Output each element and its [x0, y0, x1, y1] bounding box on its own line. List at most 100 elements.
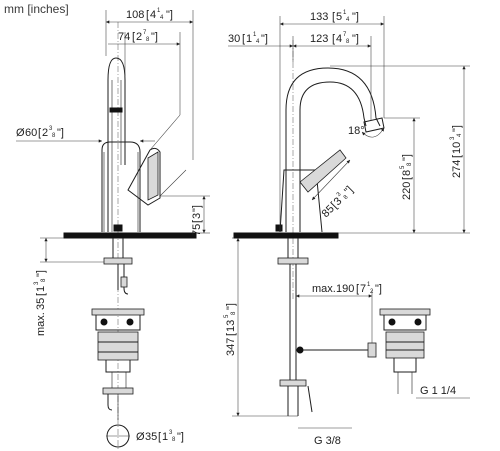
dim-spout-projection-mm: 108 [126, 9, 144, 21]
svg-text:7: 7 [143, 30, 147, 36]
svg-text:2: 2 [42, 127, 48, 139]
svg-text:8: 8 [343, 194, 350, 201]
svg-text:8: 8 [146, 37, 150, 43]
svg-text:5: 5 [400, 165, 406, 169]
front-countertop [233, 232, 339, 239]
svg-text:8: 8 [346, 39, 350, 45]
svg-text:"]: "] [191, 205, 203, 212]
front-spout-tip [363, 117, 385, 133]
front-waste-top [383, 315, 427, 331]
front-pull-rod-joint [367, 342, 377, 358]
svg-text:"]: "] [177, 431, 184, 443]
svg-text:"]: "] [166, 9, 173, 21]
svg-text:"]: "] [375, 283, 382, 295]
svg-text:[: [ [451, 155, 463, 158]
dim-lever-length [311, 159, 351, 201]
svg-text:4: 4 [336, 33, 342, 45]
svg-text:[: [ [332, 11, 335, 23]
svg-text:"]: "] [57, 127, 64, 139]
side-bottom-fitting [102, 387, 134, 395]
svg-text:4: 4 [256, 39, 260, 45]
svg-text:1: 1 [162, 431, 168, 443]
svg-text:[: [ [225, 333, 237, 336]
svg-text:3: 3 [49, 126, 53, 132]
dim-reach-mm: 133 [310, 11, 328, 23]
svg-text:8: 8 [172, 437, 176, 443]
svg-text:5: 5 [224, 314, 230, 318]
side-waste-tail [105, 360, 131, 373]
front-view: 133 [ 5 1 4 "] 30 [ 1 1 4 "] 123 [ 4 7 8… [224, 10, 470, 447]
svg-text:[: [ [38, 127, 41, 139]
svg-text:"]: "] [451, 125, 463, 132]
side-lever-grip [147, 151, 159, 201]
svg-text:8: 8 [231, 311, 237, 315]
svg-text:"]: "] [151, 31, 158, 43]
svg-text:3: 3 [34, 281, 40, 285]
svg-text:"]: "] [401, 154, 413, 161]
units-label: mm [inches] [4, 2, 69, 16]
svg-text:7: 7 [343, 32, 347, 38]
svg-text:2: 2 [370, 289, 374, 295]
side-lever-extension [149, 114, 187, 197]
dim-max-thickness-mm: 35 [35, 298, 47, 310]
svg-text:13: 13 [225, 320, 237, 332]
dim-swivel-angle: 18° [348, 125, 365, 137]
svg-text:3: 3 [169, 430, 173, 436]
svg-text:[: [ [401, 177, 413, 180]
dim-body-diameter-mm: 60 [25, 127, 37, 139]
front-swivel-arc [361, 127, 385, 138]
side-waste-flange [91, 308, 145, 316]
svg-text:1: 1 [35, 286, 47, 292]
svg-text:8: 8 [401, 170, 413, 176]
svg-text:1: 1 [343, 10, 347, 16]
svg-text:[: [ [158, 431, 161, 443]
svg-text:Ø: Ø [16, 127, 25, 139]
dim-connection-length-mm: 347 [225, 338, 237, 356]
svg-text:3: 3 [191, 213, 203, 219]
svg-text:4: 4 [160, 15, 164, 21]
svg-text:3: 3 [450, 136, 456, 140]
dim-total-height-mm: 274 [451, 160, 463, 178]
svg-text:max.: max. [312, 283, 336, 295]
svg-text:4: 4 [150, 9, 156, 21]
svg-text:1: 1 [157, 8, 161, 14]
svg-text:[: [ [242, 33, 245, 45]
svg-text:Ø: Ø [136, 431, 145, 443]
side-waste-top [95, 315, 141, 331]
dim-spout-to-lever-mm: 74 [118, 31, 130, 43]
dim-offset-mm: 30 [228, 33, 240, 45]
dim-spout-height-mm: 220 [401, 182, 413, 200]
svg-text:8: 8 [407, 162, 413, 166]
svg-text:max.: max. [35, 312, 47, 336]
dim-spout-inner-mm: 123 [310, 33, 328, 45]
svg-text:"]: "] [352, 11, 359, 23]
svg-text:"]: "] [225, 303, 237, 310]
svg-text:2: 2 [136, 31, 142, 43]
side-hose [107, 394, 113, 411]
front-lever [299, 149, 347, 193]
svg-text:8: 8 [41, 278, 47, 282]
front-body [279, 169, 323, 233]
dim-pull-rod-mm: 190 [336, 283, 354, 295]
svg-text:1: 1 [367, 282, 371, 288]
svg-text:1: 1 [253, 32, 257, 38]
svg-text:[: [ [146, 9, 149, 21]
svg-text:[: [ [329, 200, 340, 211]
svg-text:"]: "] [261, 33, 268, 45]
svg-text:[: [ [356, 283, 359, 295]
dim-waste-thread: G 1 1/4 [420, 385, 456, 397]
svg-text:[: [ [132, 31, 135, 43]
dim-supply-thread: G 3/8 [314, 435, 341, 447]
svg-text:4: 4 [457, 133, 463, 137]
side-countertop [63, 232, 197, 239]
front-supply-hose [289, 264, 297, 380]
svg-text:10: 10 [451, 142, 463, 154]
side-spout [107, 57, 126, 232]
front-hose [307, 385, 313, 413]
svg-text:7: 7 [360, 283, 366, 295]
front-spout [285, 67, 381, 232]
side-waste-body [97, 331, 139, 361]
side-aerator-mark [109, 107, 123, 113]
svg-text:8: 8 [52, 133, 56, 139]
